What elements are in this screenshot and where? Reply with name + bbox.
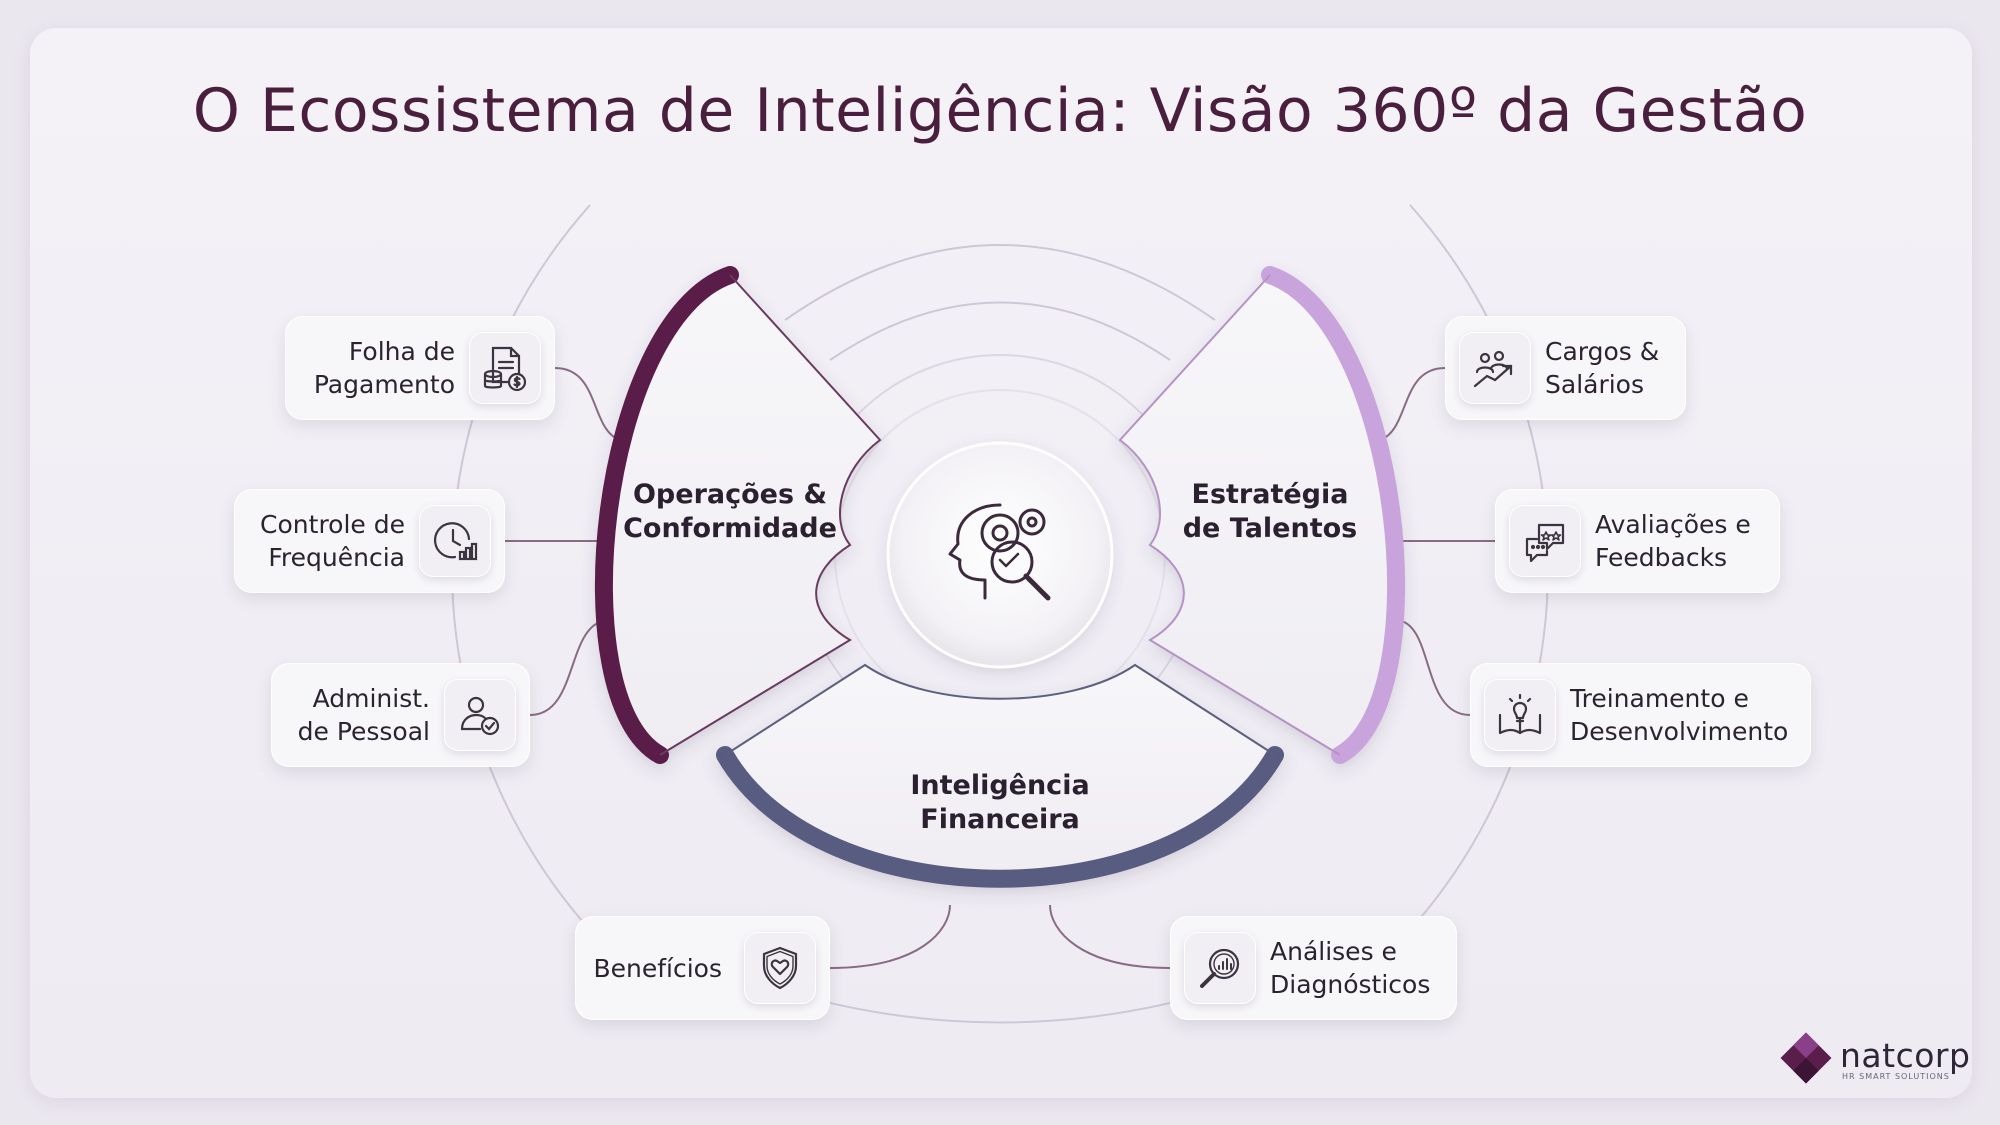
natcorp-logo-icon (1780, 1032, 1832, 1084)
card-label: Treinamento e Desenvolvimento (1570, 684, 1789, 746)
segment-label-operacoes: Operações & Conformidade (623, 479, 837, 544)
center-hub (886, 441, 1114, 669)
payroll-document-coins-icon (469, 332, 541, 404)
segment-estrategia (1118, 266, 1406, 764)
card-beneficios[interactable]: Benefícios (575, 916, 830, 1020)
chat-stars-icon (1509, 505, 1581, 577)
magnifier-chart-icon (1184, 932, 1256, 1004)
segment-label-estrategia: Estratégia de Talentos (1182, 479, 1358, 544)
card-label: Análises e Diagnósticos (1270, 937, 1431, 999)
book-lightbulb-icon (1484, 679, 1556, 751)
card-administ-de-pessoal[interactable]: Administ. de Pessoal (271, 663, 530, 767)
card-label: Administ. de Pessoal (297, 684, 430, 746)
segment-operacoes (594, 266, 882, 764)
card-label: Benefícios (593, 953, 722, 983)
logo-tagline: HR SMART SOLUTIONS (1842, 1072, 1950, 1081)
user-check-icon (444, 679, 516, 751)
page-title: O Ecossistema de Inteligência: Visão 360… (192, 76, 1808, 146)
head-gears-magnifier-icon (948, 503, 1051, 601)
card-label: Controle de Frequência (260, 510, 405, 572)
card-label: Folha de Pagamento (313, 337, 455, 399)
card-controle-de-frequencia[interactable]: Controle de Frequência (234, 489, 505, 593)
card-avaliacoes-e-feedbacks[interactable]: Avaliações e Feedbacks (1495, 489, 1780, 593)
segment-label-financeira: Inteligência Financeira (910, 770, 1090, 835)
logo-name: natcorp (1840, 1036, 1971, 1075)
clock-chart-icon (419, 505, 491, 577)
segment-financeira (716, 663, 1284, 888)
people-growth-icon (1459, 332, 1531, 404)
card-treinamento-e-desenvolvimento[interactable]: Treinamento e Desenvolvimento (1470, 663, 1811, 767)
card-label: Avaliações e Feedbacks (1595, 510, 1751, 572)
card-label: Cargos & Salários (1545, 337, 1660, 399)
shield-heart-icon (744, 932, 816, 1004)
card-cargos-e-salarios[interactable]: Cargos & Salários (1445, 316, 1686, 420)
card-folha-de-pagamento[interactable]: Folha de Pagamento (285, 316, 555, 420)
card-analises-e-diagnosticos[interactable]: Análises e Diagnósticos (1170, 916, 1457, 1020)
